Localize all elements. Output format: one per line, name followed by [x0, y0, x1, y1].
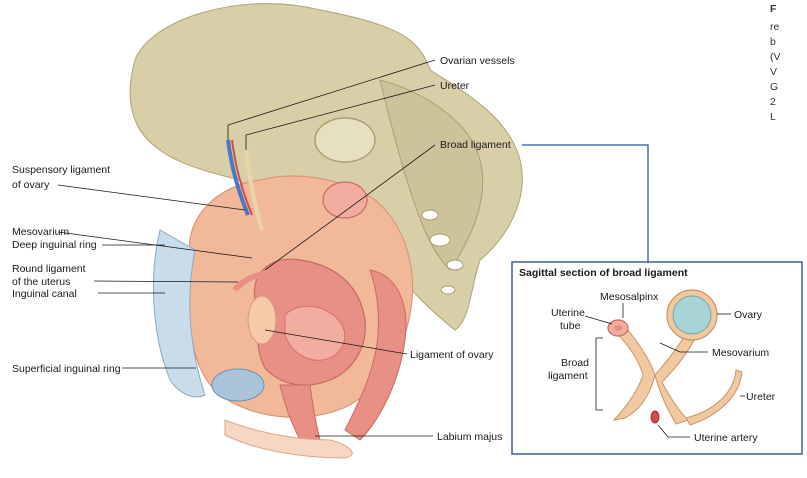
inset-label-mesosalpinx: Mesosalpinx [600, 291, 659, 303]
label-inguinal-canal: Inguinal canal [12, 288, 77, 300]
bladder [211, 368, 265, 402]
leader-lines [57, 59, 436, 437]
pelvic-brim-ring [314, 117, 376, 163]
label-ovarian-vessels: Ovarian vessels [440, 55, 515, 67]
pelvis-illustration [129, 3, 523, 459]
label-suspensory-ligament-line1: Suspensory ligament [12, 164, 110, 176]
inset-label-broad-line1: Broad [561, 357, 589, 369]
label-suspensory-ligament-line2: of ovary [12, 179, 50, 191]
rectum [344, 269, 407, 441]
sacral-foramen [446, 259, 464, 271]
rectal-fold [322, 181, 368, 219]
caption-fragment: F [770, 3, 777, 15]
sacral-foramen [440, 285, 456, 295]
label-broad-ligament: Broad ligament [440, 139, 511, 151]
inset-label-uterine-tube-line1: Uterine [551, 307, 585, 319]
label-labium-majus: Labium majus [437, 431, 502, 443]
inset-broad-ligament [612, 329, 656, 421]
inset-ureter [685, 369, 743, 426]
caption-fragment: G [770, 81, 778, 93]
ovarian-vessels-artery [231, 139, 253, 216]
sacral-foramen [429, 233, 451, 247]
label-deep-inguinal-ring: Deep inguinal ring [12, 239, 97, 251]
inset-leaders [584, 303, 745, 438]
uterine-cavity [284, 306, 346, 361]
inset-label-mesovarium: Mesovarium [712, 347, 769, 359]
pelvic-bone [129, 3, 523, 331]
sacral-foramen [421, 209, 439, 221]
caption-fragment: 2 [770, 96, 776, 108]
inset-label-broad-line2: ligament [548, 370, 588, 382]
label-ureter: Ureter [440, 80, 470, 92]
labium-majus [224, 419, 353, 459]
caption-fragment: (V [770, 51, 781, 63]
inset-label-uterine-artery: Uterine artery [694, 432, 758, 444]
label-round-ligament-line1: Round ligament [12, 263, 86, 275]
ovarian-vessels [226, 139, 250, 216]
label-ligament-of-ovary: Ligament of ovary [410, 349, 494, 361]
label-mesovarium: Mesovarium [12, 226, 69, 238]
uterine-tube [232, 270, 302, 293]
inset-label-uterine-tube-line2: tube [560, 320, 581, 332]
inset-broad-ligament-right [654, 329, 699, 425]
caption-fragment: V [770, 66, 777, 78]
inset-title: Sagittal section of broad ligament [519, 267, 688, 279]
inset-uterine-artery [650, 410, 660, 424]
ureter-vessel [244, 149, 264, 231]
inset-illustration [607, 289, 743, 426]
caption-fragment: L [770, 111, 776, 123]
label-round-ligament-line2: of the uterus [12, 276, 70, 288]
ovary [247, 295, 277, 345]
label-superficial-inguinal-ring: Superficial inguinal ring [12, 363, 121, 375]
inset-label-ovary: Ovary [734, 309, 763, 321]
caption-fragment: b [770, 36, 776, 48]
caption-fragment: re [770, 21, 779, 33]
inset-ovary-inner [672, 295, 712, 335]
inset-uterine-tube-lumen [614, 325, 622, 331]
inset-label-ureter: Ureter [746, 391, 776, 403]
